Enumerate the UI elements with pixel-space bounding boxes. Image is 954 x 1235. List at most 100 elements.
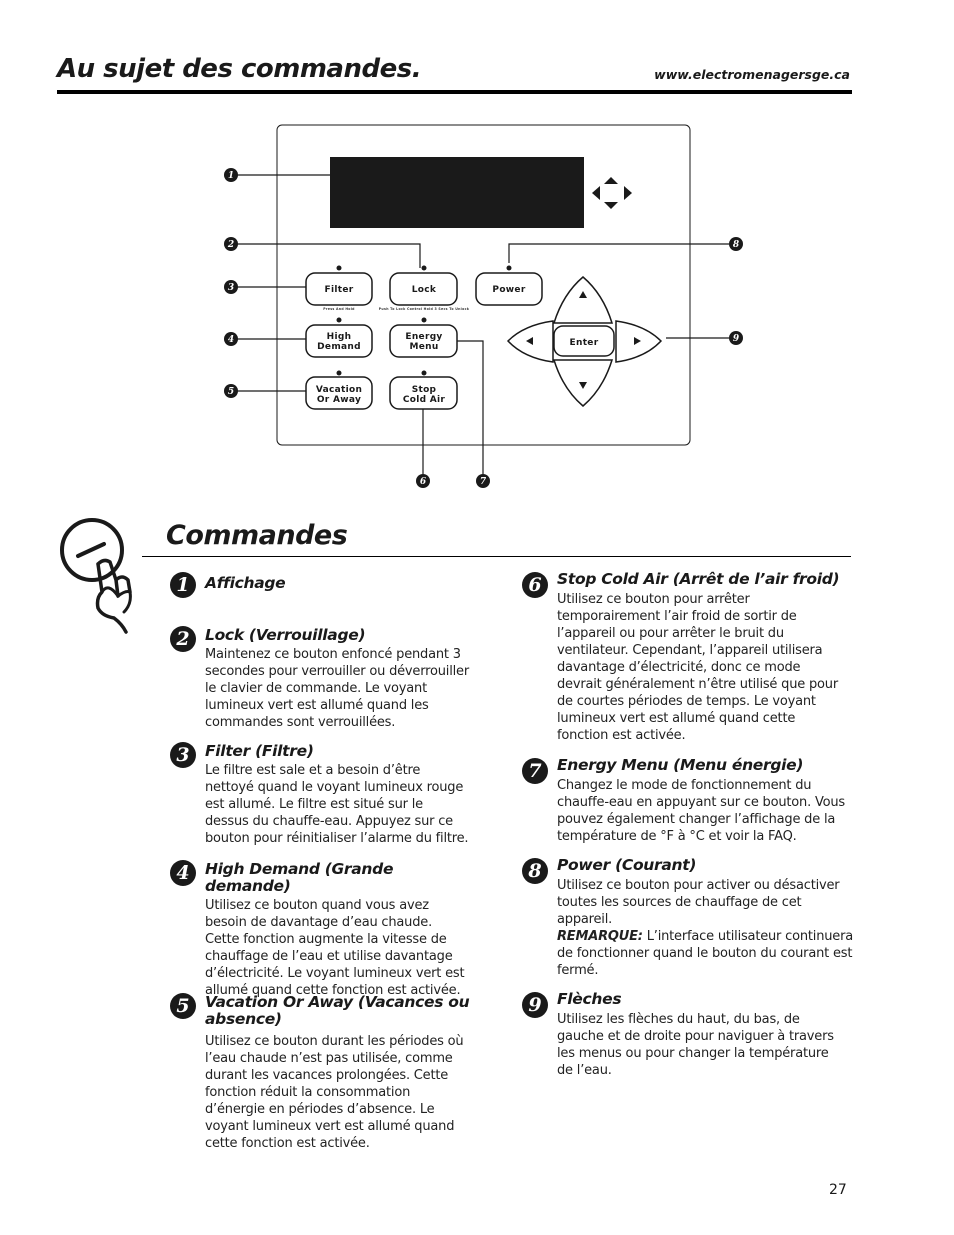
item-description: Utilisez ce bouton pour activer ou désac…: [557, 877, 854, 979]
svg-text:Demand: Demand: [317, 342, 361, 352]
right-arrow-icon: [634, 337, 641, 345]
item-number-badge: 9: [522, 992, 548, 1018]
item-number-badge: 8: [522, 858, 548, 884]
item-description: Utilisez ce bouton quand vous avez besoi…: [205, 898, 465, 998]
svg-text:Energy: Energy: [405, 332, 442, 342]
item-number-badge: 7: [522, 758, 548, 784]
callout-7: 7: [476, 474, 490, 488]
left-arrow-icon: [526, 337, 533, 345]
item-title: Vacation Or Away (Vacances ou absence): [205, 993, 470, 1028]
item-description: Le filtre est sale et a besoin d’être ne…: [205, 763, 469, 846]
site-url: www.electromenagersge.ca: [654, 67, 850, 82]
item-title: Energy Menu (Menu énergie): [557, 756, 804, 774]
callout-lines: [237, 174, 729, 474]
page-number: 27: [829, 1182, 847, 1198]
item-description: Utilisez ce bouton durant les périodes o…: [205, 1034, 464, 1151]
high-demand-button[interactable]: High Demand: [305, 324, 373, 358]
left-column: 1 Affichage 2 Lock (Verrouillage) Mainte…: [170, 570, 470, 1152]
arrow-pad[interactable]: [506, 276, 663, 407]
control-item-9: 9 Flèches Utilisez les flèches du haut, …: [522, 990, 854, 1079]
item-title: Lock (Verrouillage): [205, 626, 366, 644]
note-text: L’interface utilisateur continuera de fo…: [557, 929, 853, 978]
svg-text:2: 2: [227, 240, 234, 250]
svg-text:Stop: Stop: [412, 385, 437, 395]
hand-control-icon: [60, 518, 132, 634]
control-item-6: 6 Stop Cold Air (Arrêt de l’air froid) U…: [522, 570, 854, 756]
power-button[interactable]: Power: [475, 272, 543, 306]
lock-button[interactable]: Lock Push To Lock Control Hold 3 Secs To…: [379, 272, 470, 311]
item-description: Maintenez ce bouton enfoncé pendant 3 se…: [205, 647, 469, 730]
item-number-badge: 3: [170, 742, 196, 768]
display-screen: [330, 157, 584, 228]
item-description: Utilisez les flèches du haut, du bas, de…: [557, 1012, 834, 1078]
item-number-badge: 4: [170, 860, 196, 886]
svg-text:1: 1: [228, 171, 234, 181]
control-item-4: 4 High Demand (Grande demande) Utilisez …: [170, 858, 470, 998]
svg-text:9: 9: [733, 334, 740, 344]
item-title: Stop Cold Air (Arrêt de l’air froid): [557, 570, 840, 588]
item-description: Changez le mode de fonctionnement du cha…: [557, 778, 845, 844]
control-item-5: 5 Vacation Or Away (Vacances ou absence)…: [170, 991, 470, 1152]
control-item-8: 8 Power (Courant) Utilisez ce bouton pou…: [522, 856, 854, 990]
callout-6: 6: [416, 474, 430, 488]
item-title: Affichage: [205, 574, 286, 592]
up-arrow-icon: [579, 291, 587, 298]
svg-text:Push To Lock Control Hold 3 Se: Push To Lock Control Hold 3 Secs To Unlo…: [379, 307, 470, 311]
svg-text:Lock: Lock: [412, 285, 437, 295]
item-number-badge: 1: [170, 572, 196, 598]
callout-5: 5: [224, 384, 238, 398]
control-item-1: 1 Affichage: [170, 570, 470, 624]
down-arrow-icon: [579, 382, 587, 389]
svg-text:High: High: [327, 332, 352, 342]
callout-1: 1: [224, 168, 238, 182]
svg-text:8: 8: [733, 240, 740, 250]
stop-cold-air-button[interactable]: Stop Cold Air: [389, 376, 458, 410]
control-panel-diagram: Filter Press And Hold Lock Push To Lock …: [224, 124, 743, 488]
energy-menu-button[interactable]: Energy Menu: [389, 324, 458, 358]
item-title: Filter (Filtre): [205, 742, 314, 760]
high-demand-led: [336, 317, 342, 323]
item-number-badge: 6: [522, 572, 548, 598]
lock-led: [421, 265, 427, 271]
filter-led: [336, 265, 342, 271]
control-item-2: 2 Lock (Verrouillage) Maintenez ce bouto…: [170, 624, 470, 740]
section-title: Commandes: [166, 520, 348, 551]
svg-text:Vacation: Vacation: [316, 385, 362, 395]
enter-button[interactable]: Enter: [553, 325, 615, 357]
item-description-text: Utilisez ce bouton pour activer ou désac…: [557, 878, 840, 927]
svg-text:Menu: Menu: [409, 342, 438, 352]
svg-text:Or Away: Or Away: [317, 395, 361, 405]
svg-text:4: 4: [228, 335, 234, 345]
svg-text:5: 5: [228, 387, 234, 397]
item-title: Flèches: [557, 990, 622, 1008]
item-number-badge: 2: [170, 626, 196, 652]
page-title: Au sujet des commandes.: [57, 54, 422, 84]
vacation-led: [336, 370, 342, 376]
control-item-7: 7 Energy Menu (Menu énergie) Changez le …: [522, 756, 854, 856]
svg-text:3: 3: [228, 283, 234, 293]
right-column: 6 Stop Cold Air (Arrêt de l’air froid) U…: [522, 570, 854, 1079]
filter-button[interactable]: Filter Press And Hold: [305, 272, 373, 311]
svg-text:Power: Power: [492, 285, 525, 295]
svg-text:6: 6: [420, 477, 427, 487]
control-item-3: 3 Filter (Filtre) Le filtre est sale et …: [170, 740, 470, 858]
power-led: [506, 265, 512, 271]
svg-text:Press And Hold: Press And Hold: [323, 307, 355, 311]
item-title: High Demand (Grande demande): [205, 860, 394, 895]
callout-4: 4: [224, 332, 238, 346]
callout-3: 3: [224, 280, 238, 294]
callout-2: 2: [224, 237, 238, 251]
svg-text:7: 7: [480, 477, 487, 487]
four-way-arrow-icon: [592, 177, 632, 209]
item-title: Power (Courant): [557, 856, 697, 874]
callout-9: 9: [729, 331, 743, 345]
stop-cold-air-led: [421, 370, 427, 376]
svg-text:Enter: Enter: [570, 338, 599, 348]
callout-8: 8: [729, 237, 743, 251]
section-divider: [142, 556, 851, 557]
title-divider: [57, 90, 852, 94]
vacation-button[interactable]: Vacation Or Away: [305, 376, 373, 410]
energy-menu-led: [421, 317, 427, 323]
item-number-badge: 5: [170, 993, 196, 1019]
item-description: Utilisez ce bouton pour arrêter temporai…: [557, 592, 838, 743]
